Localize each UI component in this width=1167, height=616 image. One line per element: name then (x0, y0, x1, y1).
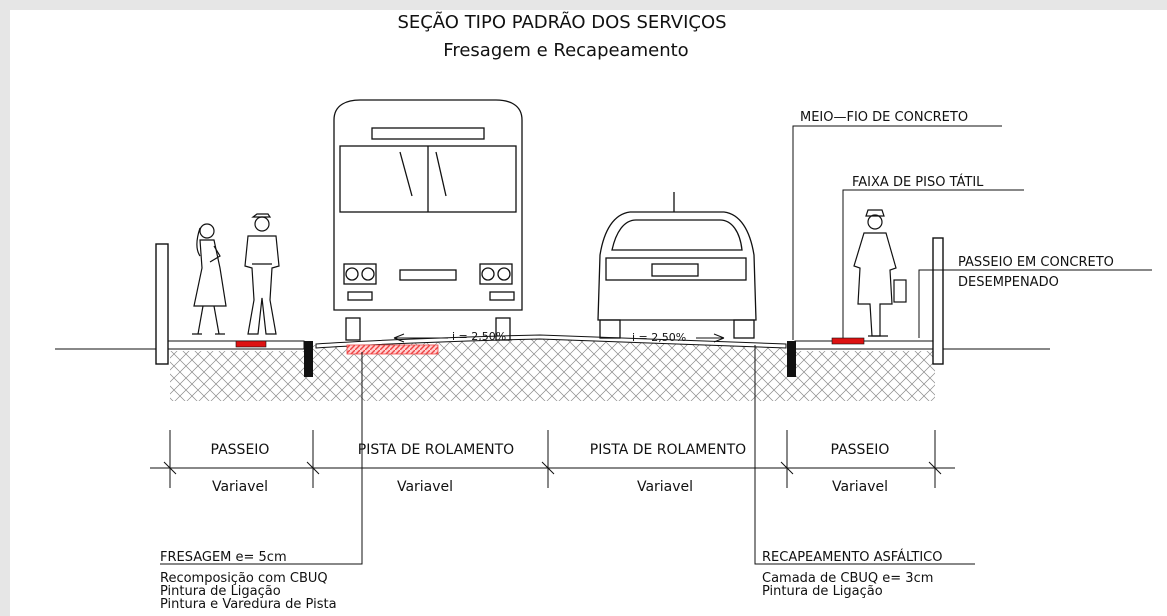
note-recapeamento-line-2: Pintura de Ligação (762, 584, 883, 599)
right-wall (932, 237, 944, 365)
note-recapeamento-line-1: Camada de CBUQ e= 3cm (762, 571, 933, 586)
dimension-lines (150, 430, 955, 488)
note-fresagem-line-1: Recomposição com CBUQ (160, 571, 328, 586)
right-slope-label: i = 2,50% (632, 331, 686, 344)
drawing-sheet: SEÇÃO TIPO PADRÃO DOS SERVIÇOS Fresagem … (10, 10, 1167, 616)
callout-passeio-label-2: DESEMPENADO (958, 275, 1059, 290)
section-width-4: Variavel (832, 479, 888, 495)
pedestrian-coat-man-icon (853, 209, 907, 337)
section-label-3: PISTA DE ROLAMENTO (590, 442, 746, 458)
title-line-1: SEÇÃO TIPO PADRÃO DOS SERVIÇOS (397, 11, 726, 33)
left-tactile-strip (235, 340, 267, 348)
right-slope-indicator: i = 2,50% (632, 331, 725, 344)
note-fresagem-line-2: Pintura de Ligação (160, 584, 281, 599)
section-label-1: PASSEIO (211, 442, 270, 458)
milling-area (346, 344, 439, 355)
car-icon (597, 192, 757, 339)
section-width-3: Variavel (637, 479, 693, 495)
section-width-1: Variavel (212, 479, 268, 495)
right-tactile-strip (831, 337, 865, 345)
title-line-2: Fresagem e Recapeamento (443, 40, 688, 61)
note-fresagem: FRESAGEM e= 5cm Recomposição com CBUQ Pi… (160, 352, 363, 612)
callout-meio-fio: MEIO—FIO DE CONCRETO (792, 110, 1002, 340)
callout-faixa-tatil-label: FAIXA DE PISO TÁTIL (852, 174, 984, 190)
note-recapeamento: RECAPEAMENTO ASFÁLTICO Camada de CBUQ e=… (754, 345, 975, 599)
right-sidewalk-slab (794, 340, 936, 350)
note-fresagem-title: FRESAGEM e= 5cm (160, 550, 287, 565)
callout-passeio-label-1: PASSEIO EM CONCRETO (958, 255, 1114, 270)
callout-passeio-concreto: PASSEIO EM CONCRETO DESEMPENADO (918, 255, 1152, 338)
left-slope-indicator: i = 2,50% (393, 330, 506, 343)
pedestrian-woman-icon (192, 223, 227, 335)
bus-icon (333, 99, 523, 341)
soil-section (55, 237, 1050, 401)
left-curb (304, 341, 313, 377)
right-curb (787, 341, 796, 377)
note-recapeamento-title: RECAPEAMENTO ASFÁLTICO (762, 549, 942, 565)
callout-faixa-tatil: FAIXA DE PISO TÁTIL (842, 174, 1024, 338)
note-fresagem-line-3: Pintura e Varedura de Pista (160, 597, 337, 612)
left-wall (155, 243, 169, 365)
section-width-2: Variavel (397, 479, 453, 495)
pedestrian-man-icon (244, 213, 280, 335)
left-slope-label: i = 2,50% (452, 330, 506, 343)
section-label-4: PASSEIO (831, 442, 890, 458)
section-label-2: PISTA DE ROLAMENTO (358, 442, 514, 458)
callout-meio-fio-label: MEIO—FIO DE CONCRETO (800, 110, 968, 125)
